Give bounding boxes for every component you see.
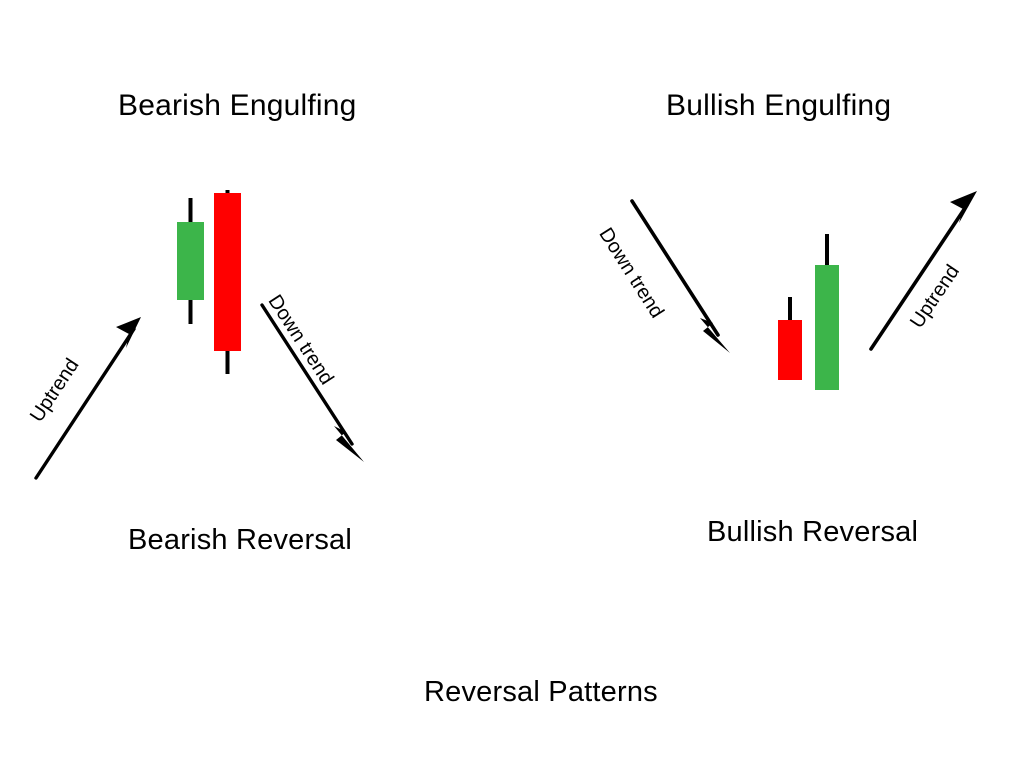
- downtrend-arrow-left: [260, 303, 364, 462]
- left-panel-caption: Bearish Reversal: [128, 524, 353, 556]
- candle-body-left-bullish: [177, 222, 204, 300]
- right-panel-heading: Bullish Engulfing: [666, 89, 892, 122]
- downtrend-arrow-right: [630, 199, 730, 353]
- left-panel-candles: [177, 190, 241, 374]
- uptrend-arrow-right: [869, 191, 977, 351]
- candle-body-right-bullish: [815, 265, 839, 390]
- candle-body-right-bearish: [778, 320, 802, 380]
- right-panel-candles: [778, 234, 839, 390]
- left-panel-heading: Bearish Engulfing: [118, 89, 357, 122]
- candle-body-left-bearish: [214, 193, 241, 351]
- uptrend-arrow-left: [34, 317, 141, 480]
- figure-title: Reversal Patterns: [424, 676, 658, 708]
- right-panel-caption: Bullish Reversal: [707, 516, 919, 548]
